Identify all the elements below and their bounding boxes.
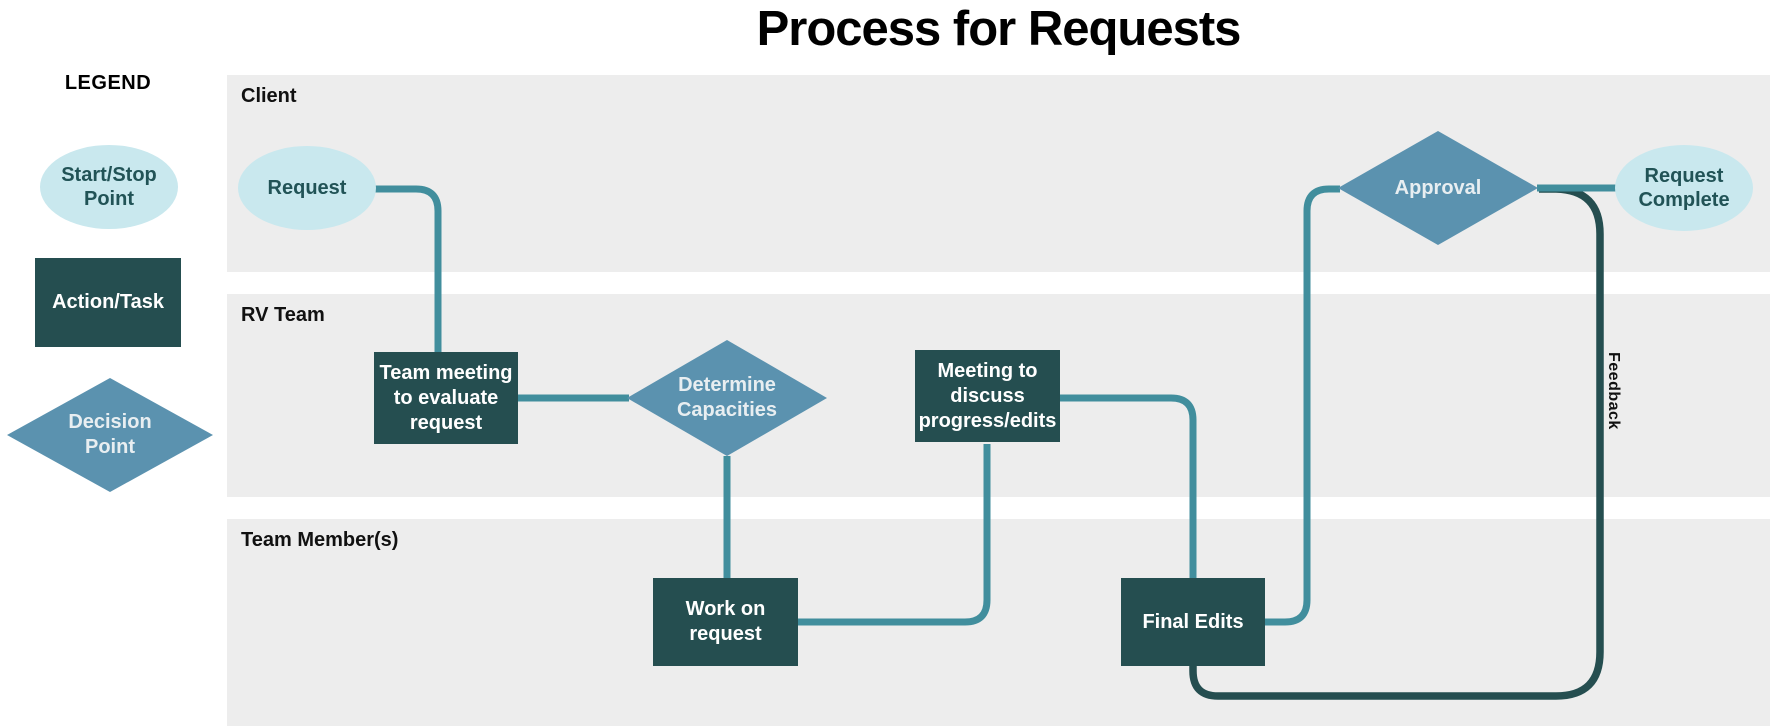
legend-start-stop-ellipse: Start/Stop Point [40,145,178,229]
legend-action-task-rect: Action/Task [35,258,181,347]
node-request-complete: Request Complete [1615,145,1753,231]
edge-work-to-meeting [798,444,991,626]
edge-meeting-to-final-edits [1059,394,1197,578]
swimlane-team-members: Team Member(s) [227,519,1770,726]
edge-feedback-approval-to-final-edits [1189,185,1604,700]
node-team-meeting: Team meeting to evaluate request [374,352,518,444]
page-title: Process for Requests [756,2,1242,56]
node-final-edits: Final Edits [1121,578,1265,666]
swimlane-team-members-label: Team Member(s) [241,529,399,551]
swimlane-rv-team-label: RV Team [241,304,325,326]
edge-request-to-team-meeting [370,185,442,352]
swimlane-client: Client [227,75,1770,272]
swimlane-client-label: Client [241,85,297,107]
feedback-edge-label: Feedback [1605,352,1622,430]
node-request: Request [238,146,376,230]
edge-final-edits-to-approval [1265,185,1340,626]
node-meeting-progress: Meeting to discuss progress/edits [915,350,1060,442]
legend-heading: LEGEND [64,72,152,94]
node-work-on-request: Work on request [653,578,798,666]
